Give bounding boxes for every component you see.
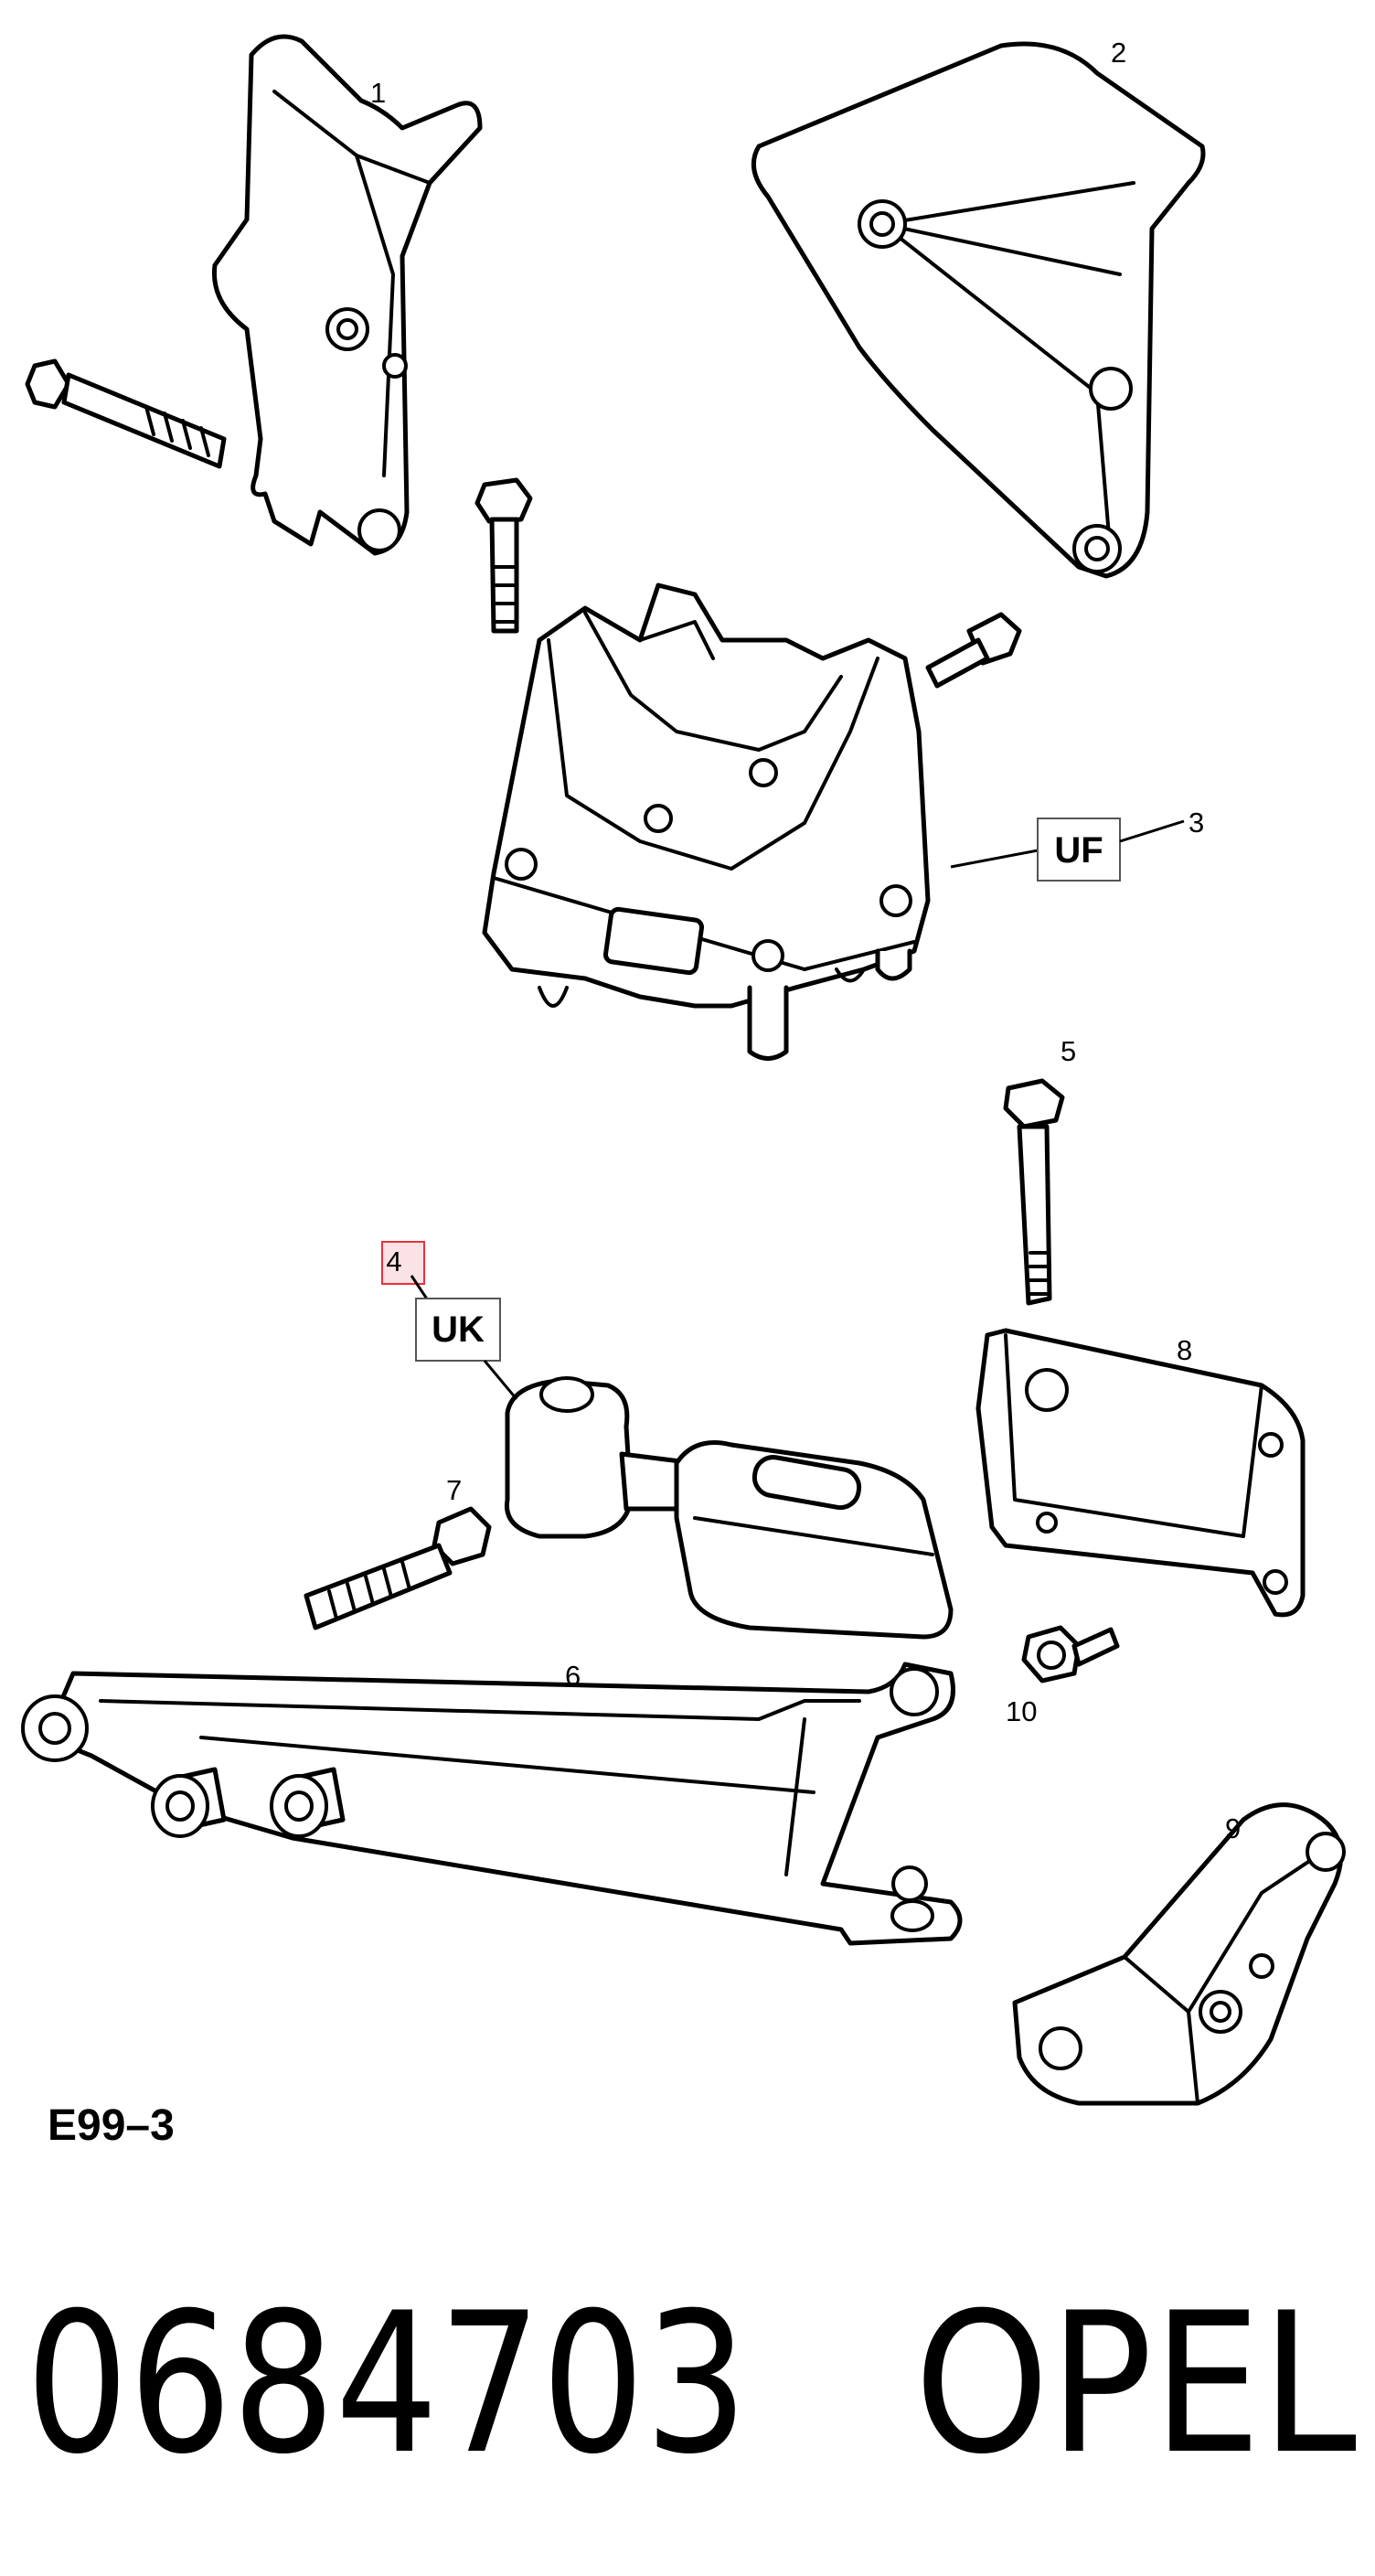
- callout-8: 8: [1177, 1334, 1192, 1366]
- part-8-bracket: [975, 1328, 1306, 1618]
- bushing-left: [21, 1694, 89, 1762]
- part-number: 0684703: [26, 2271, 748, 2496]
- bolt-vertical-upper: [474, 477, 533, 634]
- part-10-bolt: [1021, 1625, 1120, 1683]
- part-7-bolt: [304, 1506, 492, 1630]
- brand-name: OPEL: [914, 2271, 1357, 2496]
- callout-3: 3: [1188, 807, 1204, 839]
- callout-4: 4: [386, 1245, 401, 1277]
- part-4-torque-rod: [504, 1376, 954, 1640]
- callout-6: 6: [565, 1660, 581, 1692]
- part-3-engine-mount: [482, 583, 931, 1061]
- part-6-crossmember: [21, 1662, 963, 1946]
- bushing-middle-2: [270, 1767, 346, 1838]
- figure-reference: E99–3: [48, 2101, 175, 2150]
- code-uf: UF: [1054, 830, 1103, 871]
- code-box-uk: UK: [381, 1241, 518, 1400]
- part-1-bracket: [211, 34, 483, 556]
- highlight-box: [381, 1241, 425, 1285]
- callout-5: 5: [1061, 1035, 1076, 1067]
- bushing-middle-1: [151, 1767, 227, 1838]
- callout-1: 1: [370, 77, 386, 109]
- callout-9: 9: [1225, 1812, 1241, 1844]
- bushing-right: [890, 1899, 934, 1932]
- part-2-triangular-bracket: [751, 41, 1206, 579]
- part-5-bolt: [1003, 1078, 1065, 1306]
- code-uk: UK: [432, 1309, 485, 1350]
- code-box-uf: UF: [950, 818, 1185, 882]
- part-9-bracket: [1012, 1802, 1346, 2106]
- callout-10: 10: [1006, 1695, 1037, 1727]
- bolt-part-1: [25, 358, 227, 469]
- callout-7: 7: [446, 1474, 462, 1506]
- callout-2: 2: [1111, 37, 1126, 69]
- bolt-diagonal-upper: [925, 612, 1022, 689]
